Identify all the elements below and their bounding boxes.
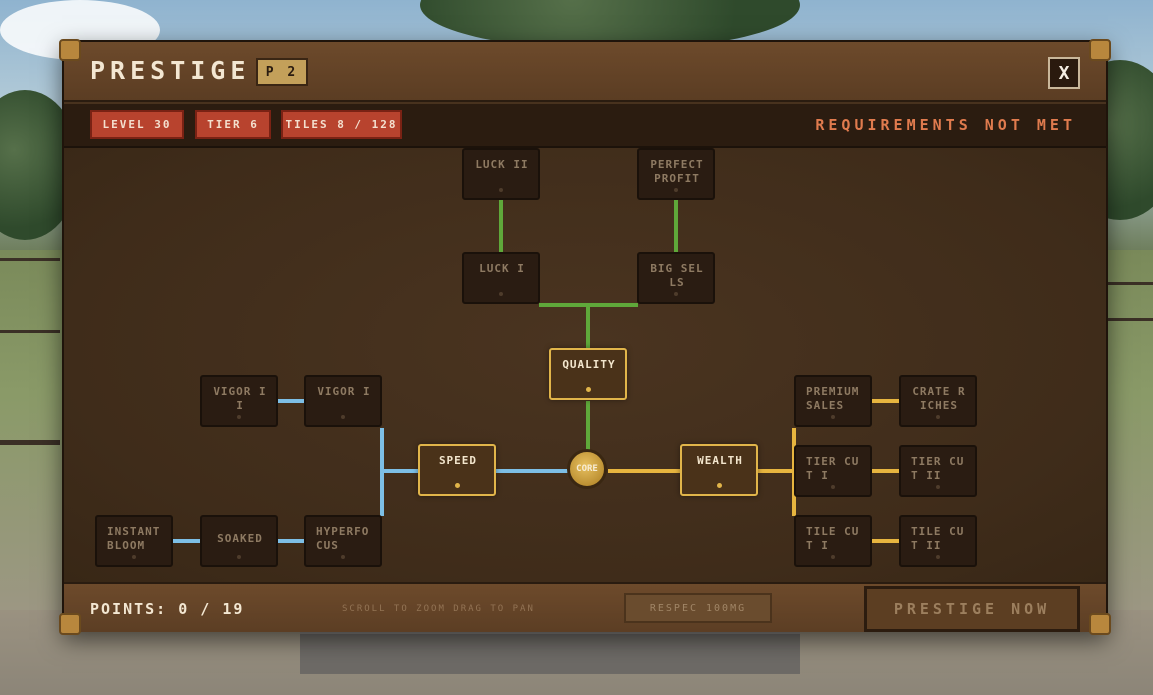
background-fence — [1108, 318, 1153, 321]
node-indicator-dot — [341, 415, 345, 419]
prestige-now-button[interactable]: PRESTIGE NOW — [864, 586, 1080, 632]
panel-corner-ornament — [1089, 39, 1111, 61]
tiles-requirement-chip: TILES 8 / 128 — [281, 110, 402, 139]
node-indicator-dot — [237, 415, 241, 419]
skill-node-premium-sales[interactable]: PREMIUM SALES — [794, 375, 872, 427]
node-indicator-dot — [831, 555, 835, 559]
node-indicator-dot — [831, 415, 835, 419]
skill-tree-connectors — [172, 200, 900, 543]
node-indicator-dot — [237, 555, 241, 559]
navigation-hint: SCROLL TO ZOOM DRAG TO PAN — [342, 604, 535, 614]
panel-corner-ornament — [59, 39, 81, 61]
background-fence — [0, 440, 60, 445]
skill-node-vigor-i[interactable]: VIGOR I — [304, 375, 382, 427]
skill-node-soaked[interactable]: SOAKED — [200, 515, 278, 567]
node-indicator-dot — [499, 292, 503, 296]
skill-node-hyperfocus[interactable]: HYPERFOCUS — [304, 515, 382, 567]
background-fence — [0, 258, 60, 261]
node-indicator-dot — [674, 188, 678, 192]
node-indicator-dot — [499, 188, 503, 192]
requirements-bar: LEVEL 30 TIER 6 TILES 8 / 128 REQUIREMEN… — [64, 104, 1106, 148]
node-indicator-dot — [454, 483, 460, 488]
skill-node-tile-cut-ii[interactable]: TILE CUT II — [899, 515, 977, 567]
skill-node-luck-ii[interactable]: LUCK II — [462, 148, 540, 200]
skill-node-crate-riches[interactable]: CRATE RICHES — [899, 375, 977, 427]
node-indicator-dot — [936, 485, 940, 489]
skill-node-speed[interactable]: SPEED — [418, 444, 496, 496]
skill-node-wealth[interactable]: WEALTH — [680, 444, 758, 496]
background-platform — [300, 632, 800, 674]
tier-requirement-chip: TIER 6 — [195, 110, 271, 139]
node-indicator-dot — [831, 485, 835, 489]
node-indicator-dot — [132, 555, 136, 559]
skill-tree-canvas[interactable]: LUCK II PERFECT PROFIT LUCK I BIG SELLS … — [64, 148, 1106, 582]
node-indicator-dot — [936, 415, 940, 419]
panel-corner-ornament — [59, 613, 81, 635]
node-indicator-dot — [936, 555, 940, 559]
skill-node-luck-i[interactable]: LUCK I — [462, 252, 540, 304]
core-node[interactable]: CORE — [567, 449, 607, 489]
node-indicator-dot — [341, 555, 345, 559]
prestige-panel: PRESTIGE P 2 X LEVEL 30 TIER 6 TILES 8 /… — [59, 39, 1111, 635]
prestige-level-badge: P 2 — [256, 58, 308, 86]
node-indicator-dot — [716, 483, 722, 488]
close-button[interactable]: X — [1048, 57, 1080, 89]
node-indicator-dot — [585, 387, 591, 392]
skill-node-quality[interactable]: QUALITY — [549, 348, 627, 400]
panel-footer: POINTS: 0 / 19 SCROLL TO ZOOM DRAG TO PA… — [64, 582, 1106, 632]
skill-node-instant-bloom[interactable]: INSTANT BLOOM — [95, 515, 173, 567]
level-requirement-chip: LEVEL 30 — [90, 110, 184, 139]
page-title: PRESTIGE — [90, 56, 251, 85]
panel-corner-ornament — [1089, 613, 1111, 635]
skill-node-tile-cut-i[interactable]: TILE CUT I — [794, 515, 872, 567]
skill-node-tier-cut-i[interactable]: TIER CUT I — [794, 445, 872, 497]
panel-header: PRESTIGE P 2 X — [64, 42, 1106, 102]
background-fence — [0, 330, 60, 333]
respec-button[interactable]: RESPEC 100MG — [624, 593, 772, 623]
node-indicator-dot — [674, 292, 678, 296]
skill-node-perfect-profit[interactable]: PERFECT PROFIT — [637, 148, 715, 200]
requirements-status: REQUIREMENTS NOT MET — [815, 116, 1076, 134]
skill-node-vigor-ii[interactable]: VIGOR II — [200, 375, 278, 427]
skill-node-tier-cut-ii[interactable]: TIER CUT II — [899, 445, 977, 497]
skill-node-big-sells[interactable]: BIG SELLS — [637, 252, 715, 304]
background-fence — [1108, 282, 1153, 285]
points-counter: POINTS: 0 / 19 — [90, 600, 245, 618]
